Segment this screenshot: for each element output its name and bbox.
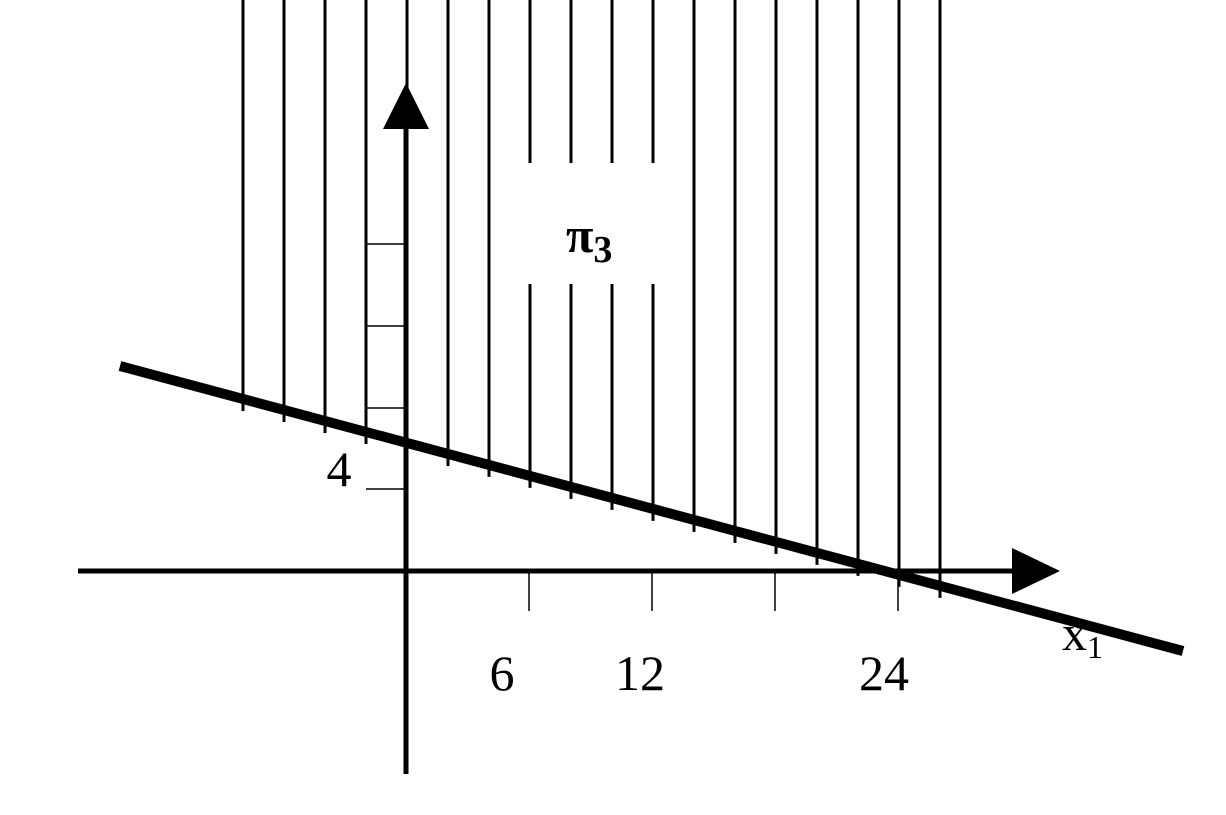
x-axis-label-subscript: 1 [1087,629,1103,665]
x-axis-arrowhead [1012,548,1060,594]
region-label-subscript: 3 [593,229,612,271]
y-tick-label-4: 4 [327,441,352,497]
constraint-line [118,361,1185,656]
region-label: π3 [566,207,612,271]
x-tick-label-24: 24 [859,645,909,701]
x-axis-label-main: x [1062,605,1087,661]
x-tick-label-12: 12 [615,645,665,701]
y-axis-arrowhead [383,83,429,129]
region-label-box [529,163,692,284]
region-hatching [241,0,942,598]
y-axis-ticks [366,243,406,490]
x-axis-label: x1 [1062,605,1103,665]
x-tick-label-6: 6 [490,645,515,701]
x-axis-ticks [528,571,899,611]
region-label-main: π [566,207,593,263]
